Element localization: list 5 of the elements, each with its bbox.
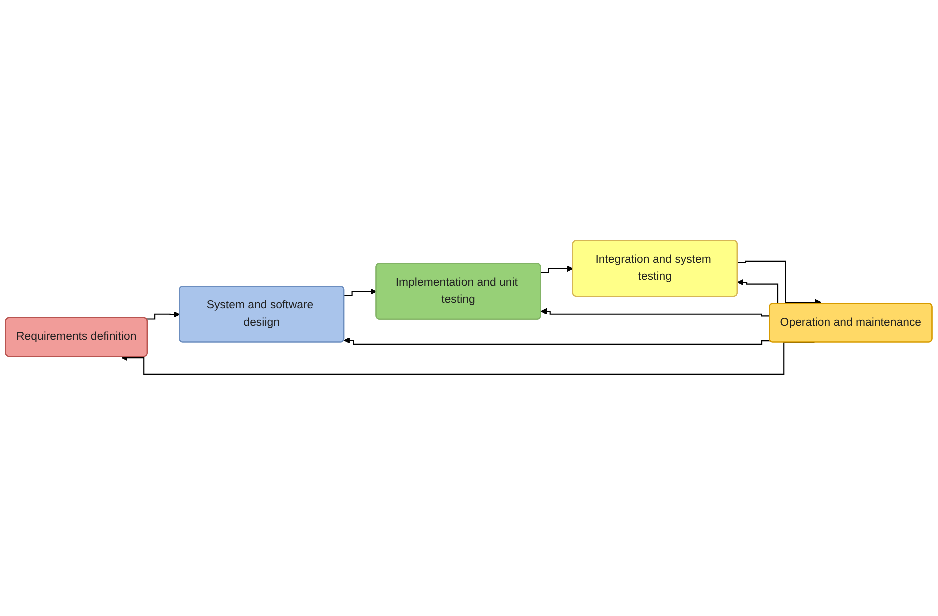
arrow: [540, 308, 770, 318]
arrow: [344, 338, 771, 346]
arrow: [146, 312, 180, 320]
arrow: [344, 289, 377, 297]
arrow: [541, 266, 574, 274]
